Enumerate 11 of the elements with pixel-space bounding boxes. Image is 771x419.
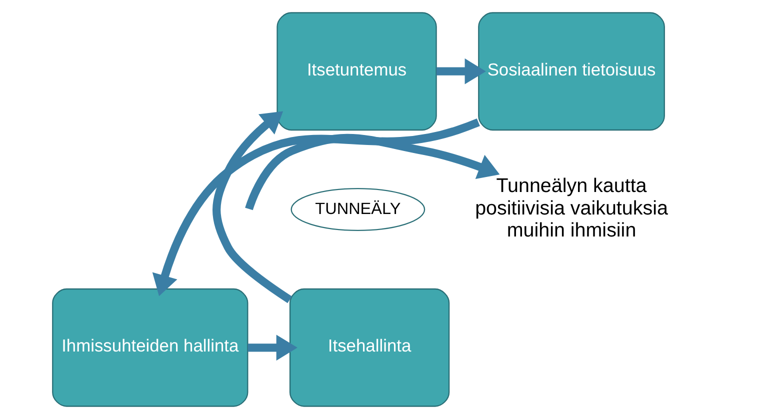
node-box: Itsetuntemus (276, 12, 436, 131)
arrow (244, 134, 500, 210)
arrow (436, 58, 486, 84)
arrow (152, 118, 480, 296)
arrow (247, 334, 297, 361)
node-box: Sosiaalinen tietoisuus (478, 12, 664, 131)
arrow (212, 111, 292, 304)
node-ellipse: TUNNEÄLY (290, 188, 425, 231)
node-text: Tunneälyn kautta positiivisia vaikutuksia muihin ihmisiin (474, 175, 668, 242)
node-box: Ihmissuhteiden hallinta (52, 288, 248, 407)
node-box: Itsehallinta (288, 288, 450, 407)
